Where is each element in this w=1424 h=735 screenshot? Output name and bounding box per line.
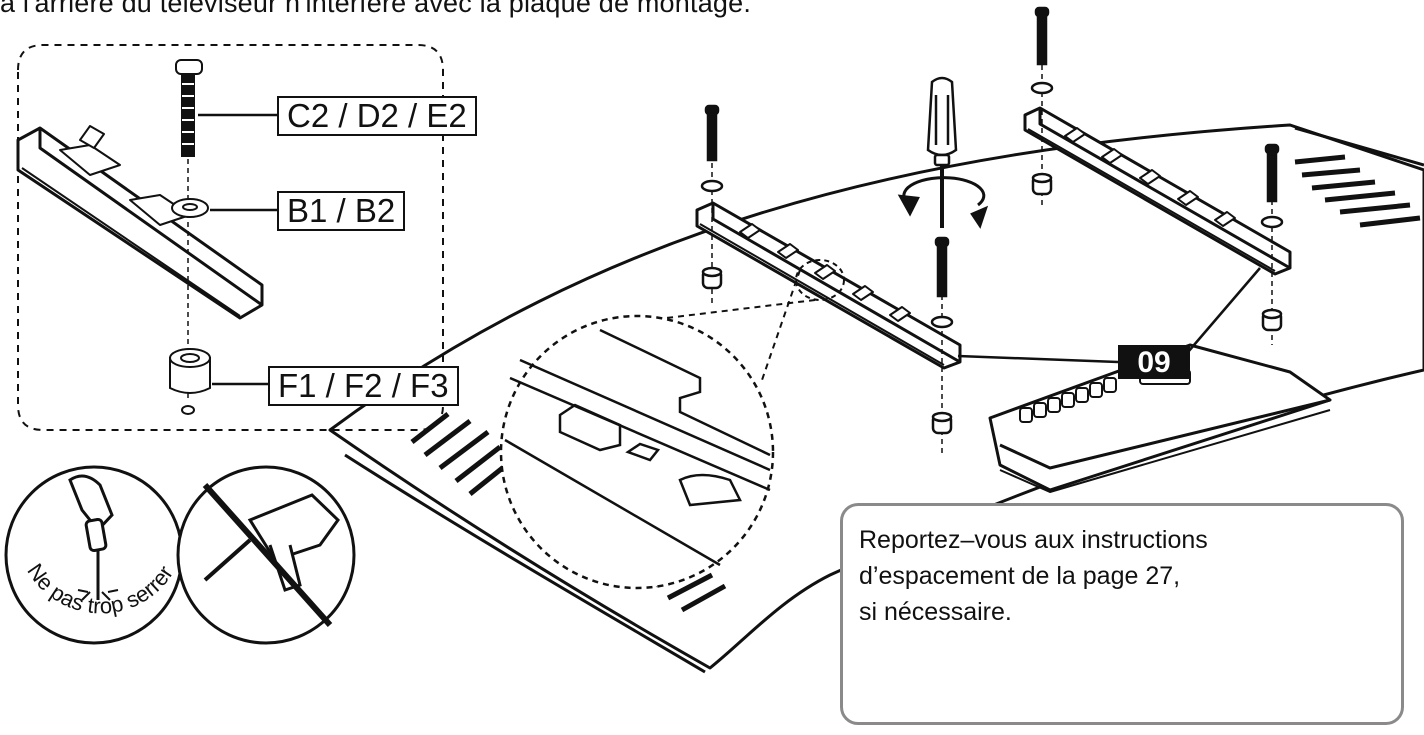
hardware-detail-box (16, 44, 444, 431)
magnifier-detail (499, 259, 845, 590)
power-drill-prohibited-icon (176, 465, 356, 645)
washer-label: B1 / B2 (277, 191, 406, 231)
left-bracket (695, 201, 962, 370)
callout-number: 09 (1118, 345, 1190, 379)
spacer-label: F1 / F2 / F3 (268, 366, 459, 406)
hand-screwdriver-icon (4, 465, 184, 645)
screw-label: C2 / D2 / E2 (277, 96, 477, 136)
screwdriver-icon (897, 76, 989, 229)
header-instruction-text: à l'arrière du téléviseur n'interfère av… (0, 0, 752, 18)
spacing-note-text: Reportez–vous aux instructions d’espacem… (859, 526, 1208, 626)
right-bracket (1023, 106, 1292, 276)
callout-leaders (957, 267, 1261, 364)
screw-assemblies (700, 6, 1284, 455)
spacing-note-box: Reportez–vous aux instructions d’espacem… (840, 503, 1404, 725)
